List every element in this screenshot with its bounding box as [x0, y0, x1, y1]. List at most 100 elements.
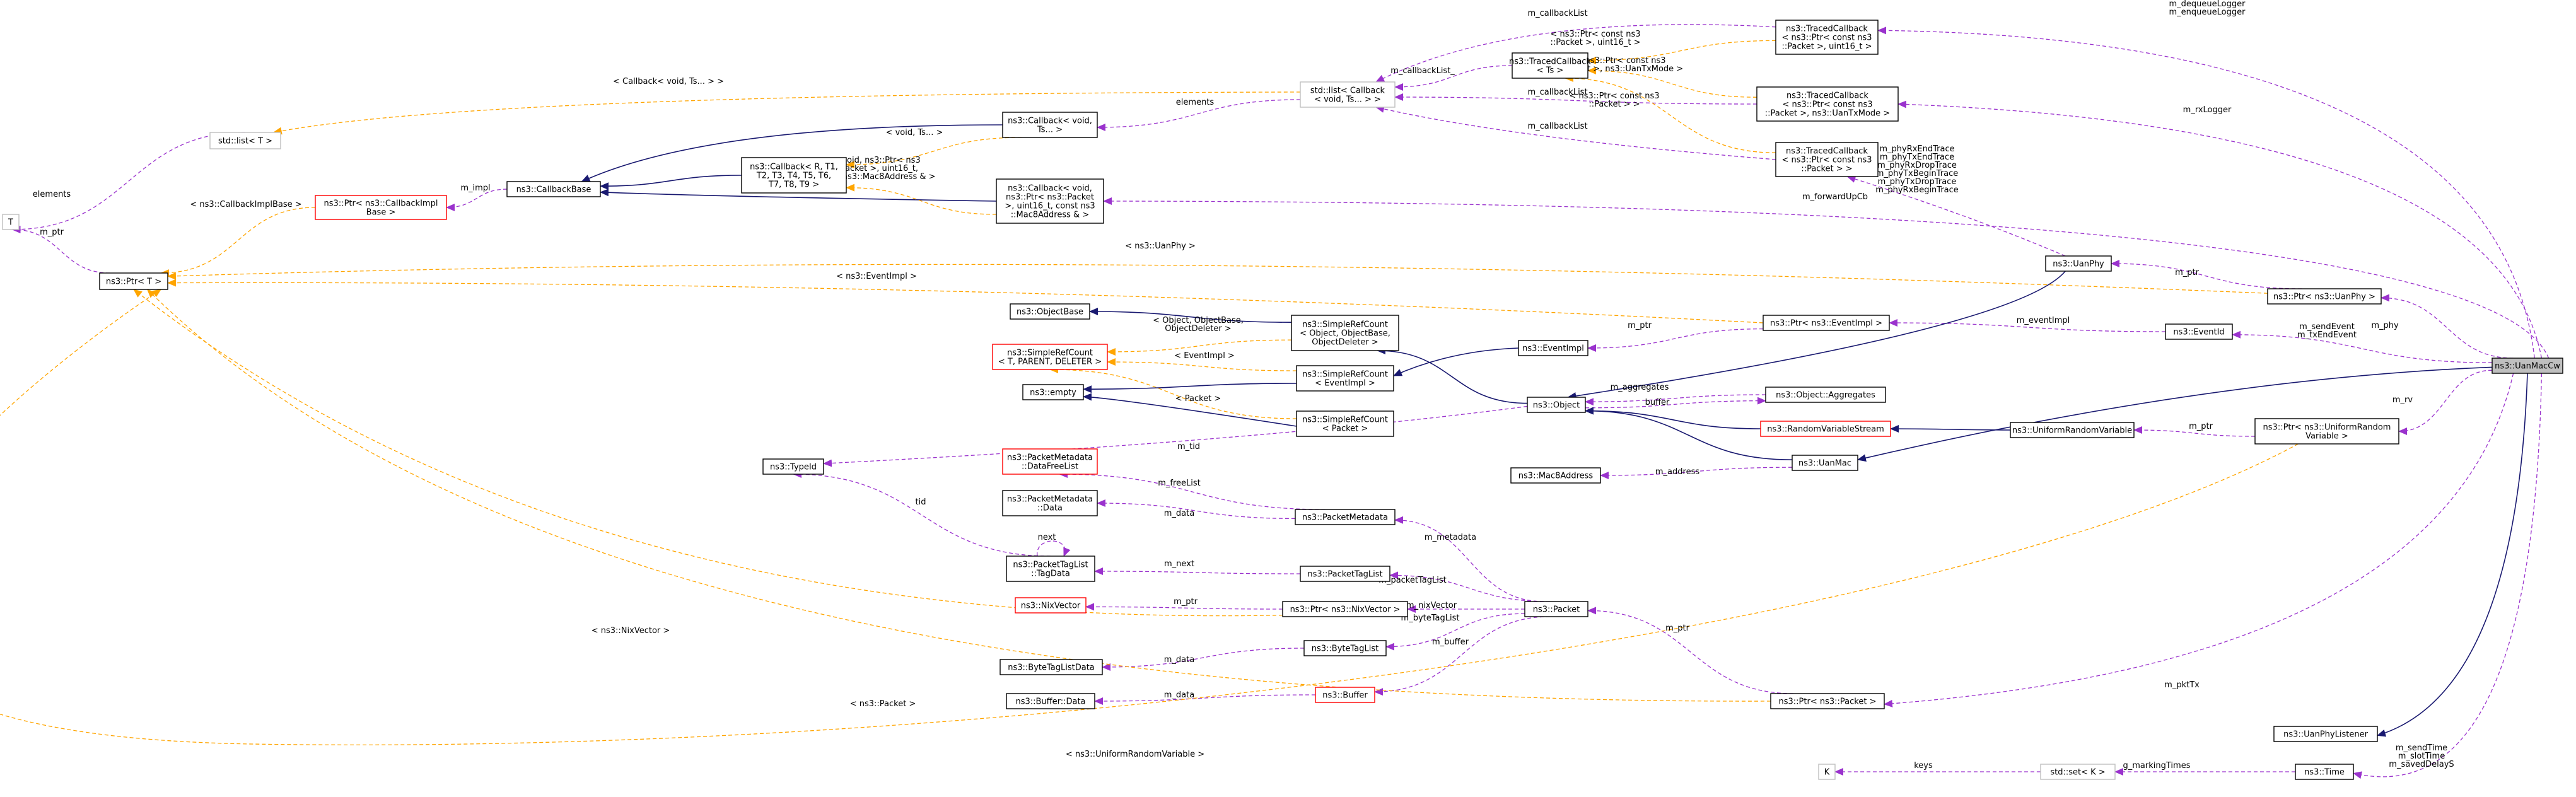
- node-packetmetadata[interactable]: ns3::PacketMetadata: [1295, 509, 1396, 525]
- edge-label-m-aggregates: m_aggregates: [1611, 383, 1669, 392]
- edge-label-next: next: [1038, 533, 1056, 542]
- node-src-obj-label: < Object, ObjectBase,: [1300, 329, 1390, 339]
- edge-use-4: [446, 189, 508, 211]
- node-bytetaglist[interactable]: ns3::ByteTagList: [1303, 640, 1387, 656]
- node-btl-data[interactable]: ns3::ByteTagListData: [1000, 659, 1103, 675]
- edge-use-48: [793, 470, 1051, 557]
- node-simplerefcount[interactable]: ns3::SimpleRefCount< T, PARENT, DELETER …: [992, 344, 1108, 370]
- node-nixvector[interactable]: ns3::NixVector: [1015, 597, 1087, 614]
- node-uanmaccw[interactable]: ns3::UanMacCw: [2491, 358, 2563, 374]
- node-simplerefcount-label: < T, PARENT, DELETER >: [998, 358, 1102, 367]
- node-src-obj[interactable]: ns3::SimpleRefCount< Object, ObjectBase,…: [1291, 315, 1399, 351]
- node-uanphy[interactable]: ns3::UanPhy: [2045, 255, 2112, 272]
- node-ptr-T[interactable]: ns3::Ptr< T >: [99, 272, 168, 290]
- node-cb-R[interactable]: ns3::Callback< R, T1,T2, T3, T4, T5, T6,…: [741, 157, 847, 194]
- edge-label-urv-tpl: < ns3::UniformRandomVariable >: [1066, 750, 1204, 759]
- node-uanphylistener[interactable]: ns3::UanPhyListener: [2273, 726, 2378, 742]
- node-ptr-packet[interactable]: ns3::Ptr< ns3::Packet >: [1770, 693, 1885, 709]
- edge-label-m-freeList: m_freeList: [1158, 479, 1201, 488]
- node-objectbase[interactable]: ns3::ObjectBase: [1010, 303, 1090, 320]
- edge-use-55: [1085, 603, 1283, 611]
- node-eventid-box: [2165, 323, 2233, 340]
- node-list-T[interactable]: std::list< T >: [209, 132, 281, 149]
- node-ptr-urv-box: [2254, 418, 2399, 445]
- node-aggregates[interactable]: ns3::Object::Aggregates: [1765, 387, 1886, 403]
- node-traced-ts[interactable]: ns3::TracedCallback< Ts >: [1509, 52, 1591, 79]
- node-traced-1[interactable]: ns3::TracedCallback< ns3::Ptr< const ns3…: [1775, 20, 1879, 55]
- edge-use-59: [1102, 648, 1305, 671]
- edge-use-42: [2133, 426, 2256, 437]
- node-time-label: ns3::Time: [2304, 768, 2345, 777]
- edge-use-47: [1600, 467, 1793, 479]
- edge-label-m-impl: m_impl: [460, 183, 490, 193]
- edge-inh-7: [600, 189, 997, 202]
- edge-tpl-9: [846, 183, 997, 215]
- node-traced-2[interactable]: ns3::TracedCallback< ns3::Ptr< const ns3…: [1756, 86, 1899, 122]
- node-empty[interactable]: ns3::empty: [1022, 384, 1084, 400]
- node-ptr-packet-label: ns3::Ptr< ns3::Packet >: [1779, 697, 1877, 707]
- edge-inh-34: [1083, 393, 1297, 427]
- node-ptl-tagdata[interactable]: ns3::PacketTagList::TagData: [1006, 556, 1095, 582]
- node-buffer[interactable]: ns3::Buffer: [1315, 687, 1375, 703]
- node-K[interactable]: K: [1818, 764, 1836, 780]
- node-eventimpl[interactable]: ns3::EventImpl: [1518, 340, 1588, 356]
- node-typeid[interactable]: ns3::TypeId: [762, 458, 824, 475]
- node-T-label: T: [8, 218, 13, 228]
- node-uanmac-label: ns3::UanMac: [1798, 459, 1851, 468]
- node-ptr-cbimpl-box: [315, 195, 447, 220]
- edge-tpl-30: [1107, 339, 1292, 356]
- edge-label-time-members: m_sendTime: [2396, 743, 2447, 753]
- node-stdset[interactable]: std::set< K >: [2040, 764, 2116, 780]
- edge-use-43: [2398, 369, 2493, 435]
- node-packet-box: [1524, 601, 1588, 617]
- node-ptr-eventimpl[interactable]: ns3::Ptr< ns3::EventImpl >: [1763, 315, 1890, 331]
- node-stdlist-cb[interactable]: std::list< Callback< void, Ts... > >: [1300, 81, 1396, 108]
- edge-inh-46: [1857, 366, 2493, 462]
- node-cb-void[interactable]: ns3::Callback< void,Ts... >: [1002, 112, 1098, 138]
- edge-label-event-tpl: < EventImpl >: [1174, 351, 1235, 361]
- node-T[interactable]: T: [2, 214, 20, 230]
- edge-label-buffer-lbl: buffer: [1645, 398, 1670, 407]
- node-packet[interactable]: ns3::Packet: [1524, 601, 1588, 617]
- node-cb-void-pkt[interactable]: ns3::Callback< void,ns3::Ptr< ns3::Packe…: [996, 178, 1104, 224]
- node-object[interactable]: ns3::Object: [1527, 397, 1586, 413]
- edge-use-20: [1846, 175, 2066, 257]
- node-ptr-nix[interactable]: ns3::Ptr< ns3::NixVector >: [1282, 601, 1408, 617]
- node-ptr-cbimpl[interactable]: ns3::Ptr< ns3::CallbackImplBase >: [315, 195, 447, 220]
- node-ptr-packet-box: [1770, 693, 1885, 709]
- node-mac8[interactable]: ns3::Mac8Address: [1510, 467, 1601, 484]
- node-cb-void-label: ns3::Callback< void,: [1008, 117, 1092, 126]
- node-time[interactable]: ns3::Time: [2295, 764, 2354, 780]
- node-ptr-uanphy[interactable]: ns3::Ptr< ns3::UanPhy >: [2267, 288, 2382, 305]
- edge-label-g-markingTimes: g_markingTimes: [2123, 761, 2191, 771]
- edge-label-phy-traces: m_phyRxDropTrace: [1877, 161, 1957, 170]
- edge-label-phy-traces: m_phyRxEndTrace: [1879, 144, 1954, 154]
- node-eventimpl-label: ns3::EventImpl: [1522, 344, 1584, 354]
- node-rvs[interactable]: ns3::RandomVariableStream: [1760, 421, 1891, 437]
- node-traced-3[interactable]: ns3::TracedCallback< ns3::Ptr< const ns3…: [1775, 142, 1879, 177]
- node-callbackbase[interactable]: ns3::CallbackBase: [506, 181, 601, 197]
- node-src-event[interactable]: ns3::SimpleRefCount< EventImpl >: [1296, 365, 1394, 392]
- edge-label-tpl-2: < ns3::Ptr< const ns3: [1576, 56, 1666, 66]
- edge-use-37: [1585, 394, 1766, 406]
- node-pm-data[interactable]: ns3::PacketMetadata::Data: [1002, 490, 1098, 516]
- node-eventid[interactable]: ns3::EventId: [2165, 323, 2233, 340]
- node-urv[interactable]: ns3::UniformRandomVariable: [2010, 422, 2135, 438]
- node-cb-void-box: [1002, 112, 1098, 138]
- edge-label-eventimpl-tpl: < ns3::EventImpl >: [836, 272, 917, 281]
- node-traced-ts-box: [1512, 52, 1588, 79]
- node-ptr-uanphy-label: ns3::Ptr< ns3::UanPhy >: [2273, 293, 2375, 302]
- node-bytetaglist-label: ns3::ByteTagList: [1312, 644, 1378, 654]
- node-objectbase-box: [1010, 303, 1090, 320]
- node-packettaglist[interactable]: ns3::PacketTagList: [1300, 566, 1390, 582]
- node-aggregates-box: [1765, 387, 1886, 403]
- node-src-packet[interactable]: ns3::SimpleRefCount< Packet >: [1296, 410, 1394, 437]
- node-nixvector-label: ns3::NixVector: [1021, 602, 1081, 611]
- node-ptr-urv[interactable]: ns3::Ptr< ns3::UniformRandomVariable >: [2254, 418, 2399, 445]
- node-pm-dfl[interactable]: ns3::PacketMetadata::DataFreeList: [1002, 448, 1098, 475]
- node-packet-label: ns3::Packet: [1533, 605, 1580, 615]
- node-uanmac[interactable]: ns3::UanMac: [1792, 455, 1858, 471]
- node-buffer-data[interactable]: ns3::Buffer::Data: [1006, 693, 1095, 709]
- node-traced-1-label: ::Packet >, uint16_t >: [1782, 42, 1872, 52]
